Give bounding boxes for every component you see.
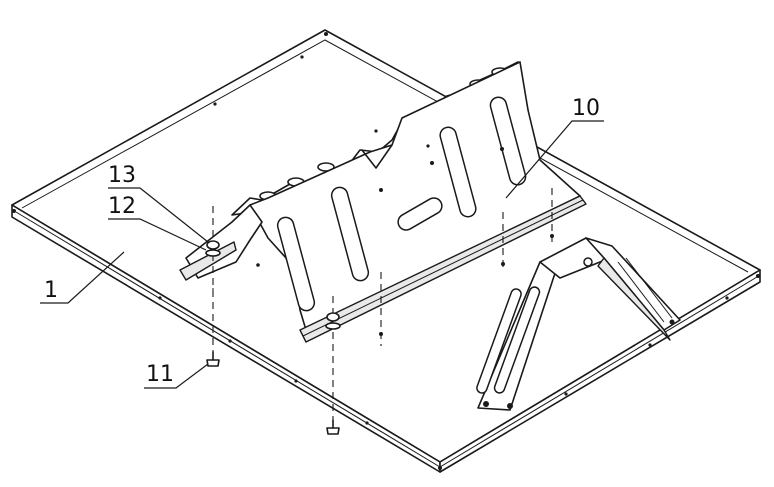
callout-11: 11: [144, 362, 209, 389]
bolt-11-middle: [326, 427, 340, 435]
fasteners: [205, 188, 554, 435]
callout-label-13: 13: [108, 163, 136, 188]
callout-12: 12: [108, 194, 207, 251]
callout-label-1: 1: [44, 278, 58, 303]
callout-label-10: 10: [572, 96, 600, 121]
washer-12-left: [205, 249, 221, 257]
callout-label-12: 12: [108, 194, 136, 219]
angle-bracket: [476, 237, 681, 411]
callout-label-11: 11: [146, 362, 174, 387]
folded-support-panel: [179, 61, 587, 343]
callout-1: 1: [40, 251, 125, 304]
washer-12-middle: [325, 322, 341, 330]
callout-13: 13: [108, 163, 209, 243]
callout-10: 10: [505, 96, 604, 199]
bolt-11-left: [206, 359, 220, 367]
nut-13-left: [206, 240, 220, 250]
nut-13-middle: [326, 312, 340, 322]
